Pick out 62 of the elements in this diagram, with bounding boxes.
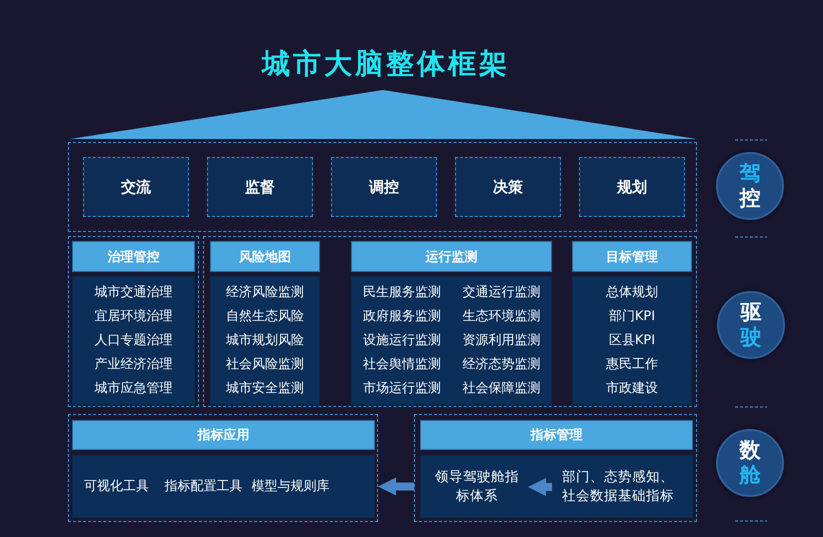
dashed-panel (68, 414, 378, 522)
list-panel (351, 276, 552, 405)
column-header: 风险地图 (210, 241, 320, 272)
list-item: 社会风险监测 (226, 356, 304, 373)
list-item: 城市安全监测 (226, 380, 304, 397)
column-header: 指标应用 (72, 420, 375, 450)
dashed-panel (68, 142, 697, 232)
list-item: 宜居环境治理 (94, 308, 172, 325)
list-item: 市政建设 (606, 380, 658, 397)
list-item: 人口专题治理 (94, 332, 172, 349)
list-item: 城市应急管理 (94, 380, 172, 397)
list-item: 产业经济治理 (94, 356, 172, 373)
function-box: 调控 (331, 157, 437, 217)
layer-label: 控 (740, 186, 760, 211)
list-panel (572, 276, 692, 405)
title: 城市大脑整体框架 (262, 47, 510, 81)
flow-text: 领导驾驶舱指标体系 (432, 468, 528, 506)
function-box: 规划 (579, 157, 685, 217)
dashed-panel (68, 236, 199, 407)
list-item: 城市规划风险 (226, 332, 304, 349)
list-panel (210, 276, 320, 405)
list-panel (420, 455, 693, 518)
column-header: 指标管理 (420, 420, 693, 450)
list-item: 城市交通治理 (94, 284, 172, 301)
arrow (378, 478, 414, 496)
arrow (528, 478, 552, 496)
column-header: 治理管控 (72, 241, 195, 272)
layer-label: 驾 (740, 161, 760, 186)
list-item: 社会舆情监测 (362, 356, 441, 373)
list-item: 惠民工作 (606, 356, 658, 373)
list-item: 区县KPI (608, 332, 656, 349)
column-header: 运行监测 (351, 241, 552, 272)
list-item: 市场运行监测 (362, 380, 441, 397)
list-item: 部门KPI (608, 308, 656, 325)
list-item: 自然生态风险 (226, 308, 304, 325)
dashed-panel (414, 414, 697, 522)
list-item: 经济态势监测 (462, 356, 540, 373)
layer-label: 数 (740, 438, 760, 463)
dashed-panel (203, 236, 697, 407)
list-item: 总体规划 (606, 284, 658, 301)
flow-text: 部门、态势感知、社会数据基础指标 (552, 468, 678, 506)
function-box: 交流 (83, 157, 189, 217)
list-item: 资源利用监测 (462, 332, 540, 349)
list-item: 民生服务监测 (362, 284, 441, 301)
list-item: 经济风险监测 (226, 284, 304, 301)
layer-label: 驱 (740, 300, 762, 325)
list-panel (72, 455, 375, 518)
function-box: 监督 (207, 157, 313, 217)
roof-triangle (70, 90, 697, 139)
list-item: 社会保障监测 (462, 380, 540, 397)
list-item: 设施运行监测 (362, 332, 441, 349)
list-item: 政府服务监测 (362, 308, 441, 325)
column-header: 目标管理 (572, 241, 692, 272)
list-item: 模型与规则库 (252, 478, 330, 495)
function-box: 决策 (455, 157, 561, 217)
list-panel (72, 276, 195, 405)
list-item: 生态环境监测 (462, 308, 540, 325)
layer-label: 驶 (740, 325, 762, 350)
list-item: 指标配置工具 (164, 478, 242, 495)
list-item: 可视化工具 (84, 478, 149, 495)
layer-label: 舱 (740, 463, 760, 488)
list-item: 交通运行监测 (462, 284, 540, 301)
